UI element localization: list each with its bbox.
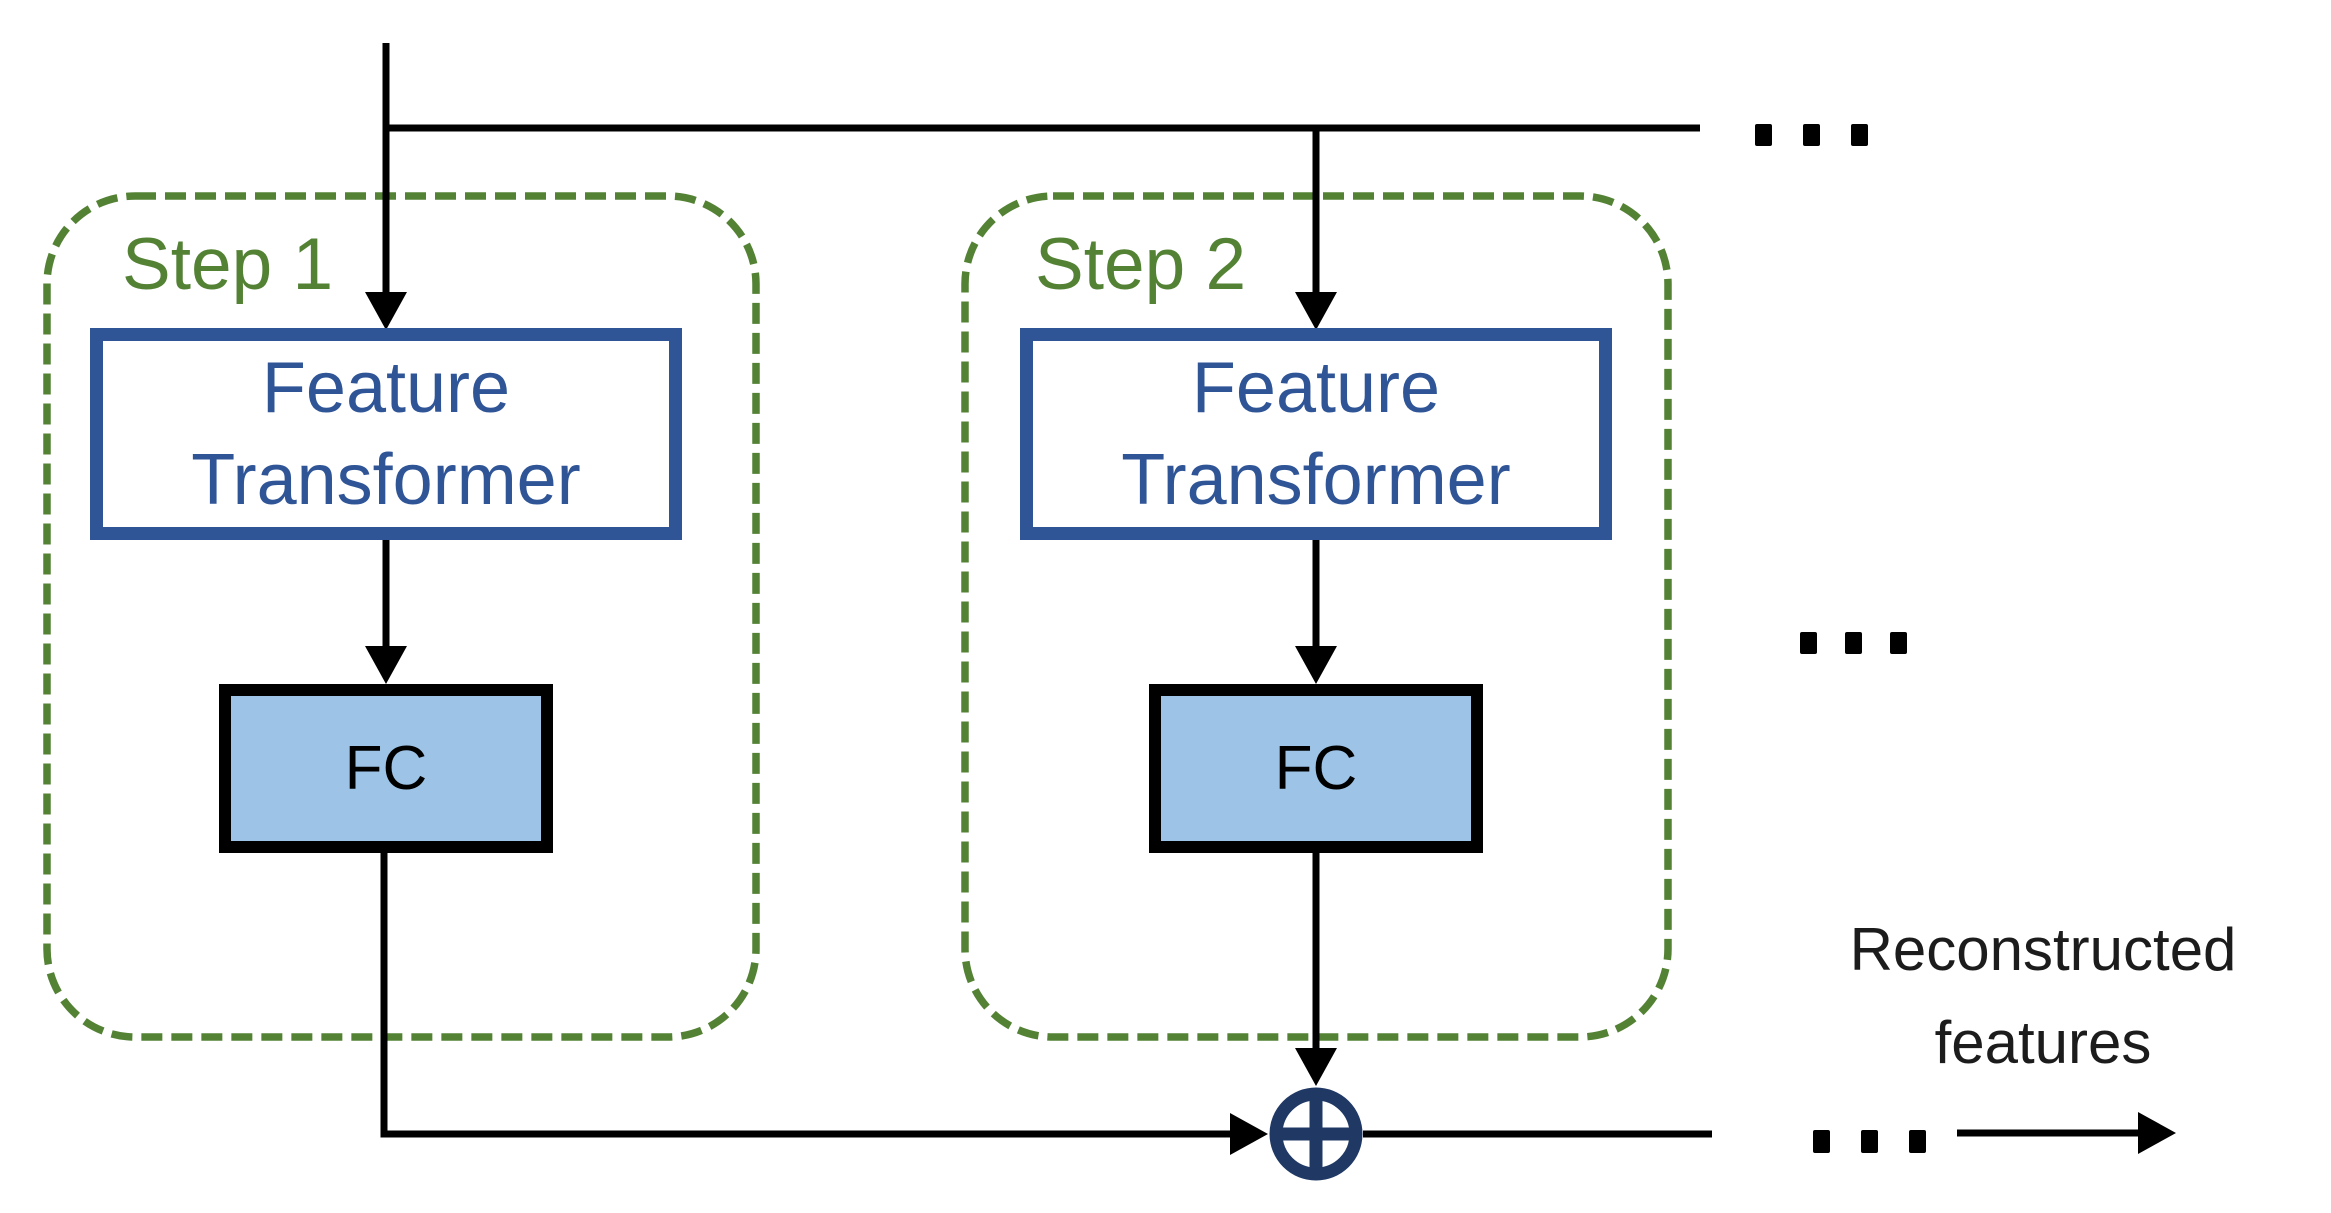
ft1-to-fc1-arrow (365, 540, 407, 684)
reconstructed-features-label: Reconstructed features (1778, 903, 2308, 1089)
step-2-label: Step 2 (1035, 224, 1247, 305)
fc-label: FC (1274, 734, 1358, 803)
fc-box-step1: FC (219, 684, 553, 853)
output-arrow (1957, 1112, 2176, 1154)
feature-transformer-label-line2: Transformer (191, 440, 581, 520)
ft2-to-fc2-arrow (1295, 540, 1337, 684)
fc1-to-sum-arrow (380, 853, 1268, 1155)
circled-plus-icon (1269, 1087, 1363, 1181)
feature-transformer-label-line1: Feature (1191, 347, 1441, 428)
fc-label: FC (344, 734, 428, 803)
input-arrow-step1 (365, 43, 407, 330)
ellipsis-top-icon (1755, 124, 1868, 146)
reconstructed-features-line1: Reconstructed (1849, 916, 2237, 983)
fc2-to-sum-arrow (1295, 853, 1337, 1086)
reconstructed-features-line2: features (1934, 1009, 2152, 1076)
feature-transformer-box-step1: Feature Transformer (90, 328, 682, 540)
ellipsis-middle-icon (1800, 632, 1907, 654)
step-2-boundary (961, 192, 1672, 1041)
input-arrow-step2 (1295, 128, 1337, 330)
step-1-boundary (43, 192, 760, 1041)
feature-transformer-label-line2: Transformer (1121, 440, 1511, 520)
ellipsis-bottom-icon (1813, 1130, 1926, 1153)
feature-transformer-box-step2: Feature Transformer (1020, 328, 1612, 540)
fc-box-step2: FC (1149, 684, 1483, 853)
step-1-label: Step 1 (122, 224, 334, 305)
feature-transformer-label-line1: Feature (261, 347, 511, 428)
